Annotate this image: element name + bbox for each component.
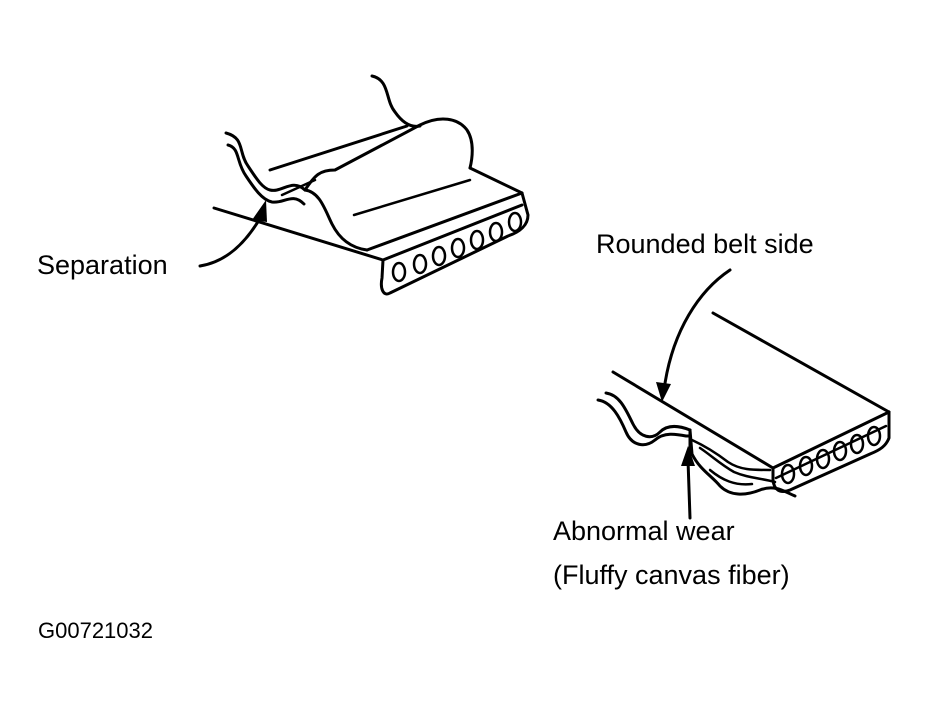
worn-zone-fiber-2	[698, 446, 777, 484]
rounded-side-leader-line	[662, 268, 732, 392]
worn-belt-underside-wave	[596, 398, 692, 447]
worn-belt-side-face	[771, 410, 891, 494]
belt-cords-right	[780, 425, 882, 485]
belt-top-right	[468, 166, 524, 195]
rounded-belt-side-label: Rounded belt side	[596, 229, 814, 259]
peeled-layer-top-edge	[268, 124, 409, 172]
peeled-layer-back	[370, 74, 422, 128]
peeled-layer-left-edge-inner	[226, 143, 306, 206]
belt-front-top	[365, 191, 524, 252]
separated-belt-drawing	[212, 74, 530, 296]
separated-hump	[303, 117, 474, 192]
worn-belt-drawing	[596, 311, 891, 498]
worn-belt-underside-wave-outer	[604, 391, 692, 439]
abnormal-wear-leader	[681, 446, 695, 520]
rounded-side-arrowhead	[656, 382, 671, 402]
separation-label: Separation	[37, 250, 168, 280]
worn-zone-fiber-1	[690, 438, 772, 472]
separation-leader	[198, 200, 267, 268]
hump-centerline	[352, 178, 472, 217]
belt-cords-left	[391, 211, 523, 283]
belt-left-long-edge	[212, 206, 385, 262]
belt-side-face-top	[381, 203, 524, 262]
worn-zone-outline	[688, 428, 797, 498]
rounded-side-leader	[656, 268, 732, 402]
separation-arrowhead	[252, 200, 267, 222]
fluffy-canvas-fiber-label: (Fluffy canvas fiber)	[553, 560, 790, 590]
worn-belt-top-back	[711, 311, 891, 414]
worn-zone-fiber-3	[708, 468, 754, 486]
hump-front	[303, 188, 369, 252]
belt-side-face	[379, 191, 530, 296]
abnormal-wear-leader-line	[686, 458, 692, 520]
abnormal-wear-arrowhead	[681, 446, 695, 466]
figure-code: G00721032	[38, 618, 153, 643]
abnormal-wear-label: Abnormal wear	[553, 516, 735, 546]
worn-belt-end-top	[771, 410, 891, 470]
peeled-layer-left-edge	[224, 131, 307, 192]
separation-leader-line	[198, 213, 264, 268]
worn-belt-top-front	[611, 370, 775, 470]
